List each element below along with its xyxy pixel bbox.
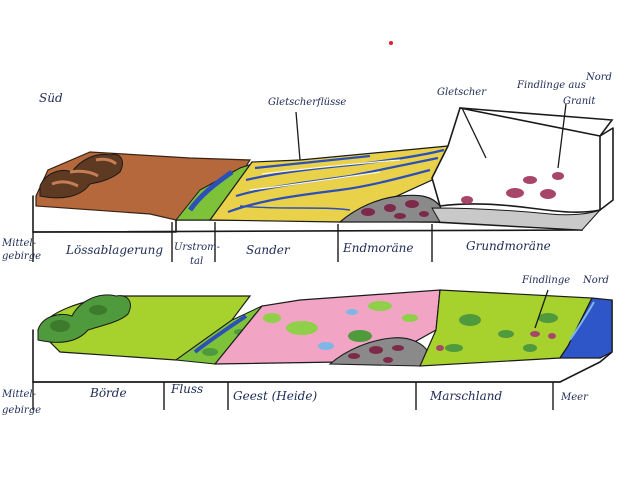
bottom-label-mittelgebirge-2: gebirge [2, 405, 41, 416]
bottom-fluss-river [193, 314, 248, 354]
bottom-label-mittelgebirge-1: Mittel- [1, 389, 37, 400]
top-label-mittelgebirge-1: Mittel- [1, 238, 37, 249]
top-urstromtal-river [187, 169, 234, 212]
top-label-urstromtal-2: tal [190, 256, 203, 267]
top-label-glacier: Gletscher [437, 87, 487, 98]
bottom-label-meer: Meer [560, 392, 589, 403]
top-label-sander: Sander [246, 243, 291, 257]
bottom-hill-highlights [50, 305, 107, 332]
top-label-loess: Lössablagerung [65, 243, 163, 257]
top-label-north: Nord [585, 72, 612, 83]
top-block-base-line [32, 229, 583, 233]
top-label-meltwater: Gletscherflüsse [268, 97, 346, 108]
bottom-label-marschland: Marschland [429, 389, 503, 403]
bottom-label-north: Nord [582, 275, 609, 286]
top-glacier-top-edge [459, 107, 601, 137]
top-label-endmoraene: Endmoräne [342, 241, 414, 255]
bottom-division-ticks [32, 382, 554, 410]
bottom-block [32, 289, 613, 383]
top-division-ticks [32, 222, 433, 262]
top-annotation-lines [295, 103, 567, 169]
bottom-label-fluss: Fluss [170, 382, 203, 396]
top-endmoraene-stones [361, 200, 429, 219]
bottom-geest-patches [263, 301, 418, 350]
bottom-marschland-patches [445, 313, 558, 352]
top-label-mittelgebirge-2: gebirge [2, 251, 41, 262]
red-dot [389, 41, 393, 45]
top-label-grundmoraene: Grundmoräne [466, 239, 551, 253]
top-hill-stripes [51, 157, 118, 188]
top-label-erratics-2: Granit [563, 96, 596, 107]
bottom-meer-shore [569, 301, 595, 341]
top-block [32, 107, 614, 233]
top-glacier [431, 107, 614, 213]
bottom-label-erratics: Findlinge [521, 275, 570, 286]
top-label-south: Süd [39, 91, 63, 105]
top-label-erratics-1: Findlinge aus [516, 80, 586, 91]
top-label-urstromtal-1: Urstrom- [174, 242, 221, 253]
bottom-label-boerde: Börde [89, 386, 127, 400]
bottom-endmoraene-stones [348, 345, 404, 363]
top-erratics [461, 172, 564, 204]
bottom-meer [558, 297, 613, 359]
top-sander-white-streaks [249, 159, 401, 191]
bottom-label-geest: Geest (Heide) [233, 389, 317, 403]
bottom-annotation-line [534, 289, 549, 329]
bottom-erratics [436, 331, 556, 351]
